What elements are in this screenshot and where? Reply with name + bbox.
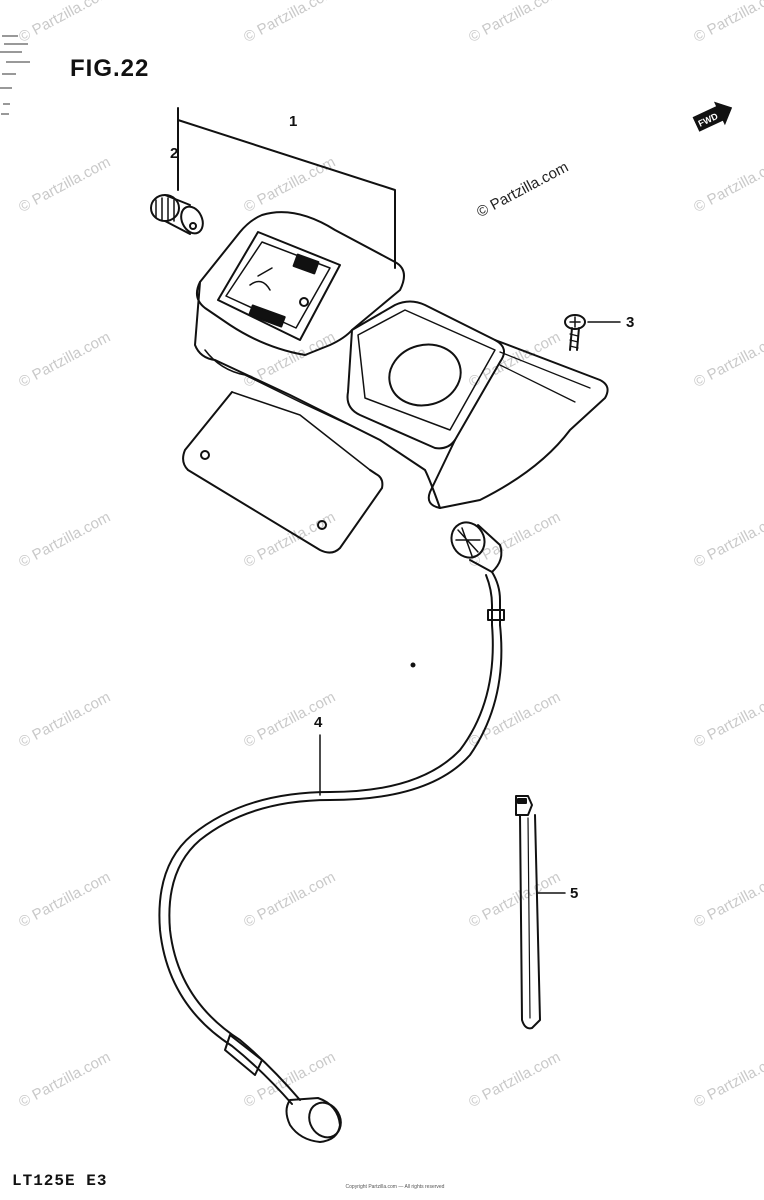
cable-tie-part [515, 795, 566, 1030]
scan-noise [0, 35, 30, 115]
figure-title: FIG.22 [70, 55, 150, 82]
copyright-fine-print: Copyright Partzilla.com — All rights res… [345, 1184, 445, 1190]
callout-1: 1 [289, 113, 298, 130]
leader-line-1 [177, 107, 396, 269]
knob-part [150, 194, 204, 235]
callout-5: 5 [570, 885, 579, 902]
callout-4: 4 [314, 714, 323, 731]
speedometer-housing [182, 211, 609, 554]
speedometer-cable-part [158, 521, 505, 1143]
callout-2: 2 [170, 145, 179, 162]
callout-3: 3 [626, 314, 635, 331]
forward-arrow-icon: FWD [692, 101, 733, 132]
screw-part [564, 314, 621, 351]
model-label: LT125E E3 [12, 1172, 108, 1190]
